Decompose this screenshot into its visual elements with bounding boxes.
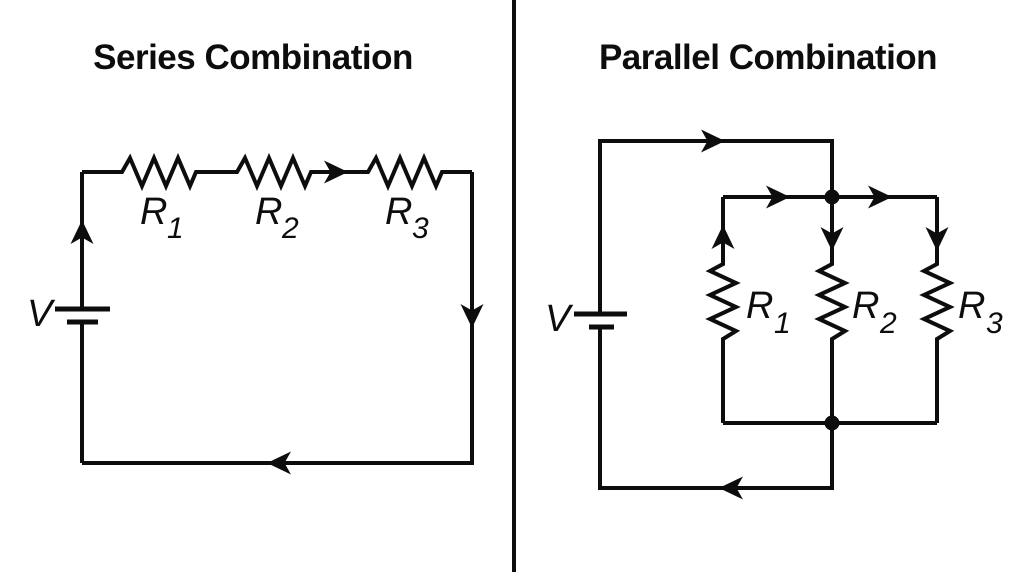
parallel-branch-r2 xyxy=(814,197,850,423)
series-right-and-bottom-wire xyxy=(82,172,474,465)
series-current-arrow-down-icon xyxy=(460,304,484,328)
parallel-r3-subscript: 3 xyxy=(986,307,1003,340)
series-r3-symbol: R xyxy=(385,191,412,233)
parallel-r2-symbol: R xyxy=(852,285,879,327)
series-r1-subscript: 1 xyxy=(167,212,184,245)
series-current-arrow-left-icon xyxy=(267,451,291,475)
parallel-bottom-junction-dot xyxy=(824,415,840,431)
parallel-top-arrow-right-icon xyxy=(701,129,725,153)
series-current-arrow-up-icon xyxy=(70,220,94,244)
parallel-branch1-arrow-up-icon xyxy=(711,225,735,249)
series-resistor-label-r3: R 3 xyxy=(385,191,429,245)
parallel-branch3-arrow-down-icon xyxy=(925,227,949,251)
parallel-bottom-arrow-left-icon xyxy=(719,476,743,500)
parallel-resistor-label-r3: R 3 xyxy=(958,285,1003,340)
parallel-r3-symbol: R xyxy=(958,285,985,327)
series-resistor-label-r2: R 2 xyxy=(255,191,299,245)
series-top-wire-with-resistors xyxy=(82,152,472,192)
series-resistor-label-r1: R 1 xyxy=(140,191,184,245)
parallel-title: Parallel Combination xyxy=(599,38,937,77)
parallel-bus-arrow-right-icon xyxy=(868,185,892,209)
series-battery-symbol xyxy=(55,306,110,325)
parallel-battery-symbol xyxy=(574,311,627,330)
parallel-circuit: Parallel Combination V xyxy=(545,38,1003,500)
series-battery-label: V xyxy=(27,293,56,335)
parallel-top-feed-wire xyxy=(598,139,834,314)
series-r3-subscript: 3 xyxy=(412,212,429,245)
parallel-top-junction-dot xyxy=(824,189,840,205)
series-r2-subscript: 2 xyxy=(281,212,299,245)
parallel-r2-subscript: 2 xyxy=(879,307,897,340)
parallel-resistor-label-r1: R 1 xyxy=(746,285,791,340)
parallel-branch-r1 xyxy=(705,197,741,423)
series-r1-symbol: R xyxy=(140,191,167,233)
parallel-branch-r3 xyxy=(919,197,955,423)
parallel-bus-arrow-left-icon xyxy=(766,185,790,209)
parallel-branch2-arrow-down-icon xyxy=(820,227,844,251)
series-current-arrow-right-icon xyxy=(324,160,348,184)
parallel-return-wire xyxy=(598,327,834,490)
parallel-r1-symbol: R xyxy=(746,285,773,327)
parallel-battery-label: V xyxy=(545,298,574,340)
panel-divider xyxy=(512,0,516,572)
parallel-resistor-label-r2: R 2 xyxy=(852,285,897,340)
parallel-r1-subscript: 1 xyxy=(774,307,791,340)
series-circuit: Series Combination V R 1 xyxy=(27,38,484,475)
series-title: Series Combination xyxy=(93,38,413,77)
series-r2-symbol: R xyxy=(255,191,282,233)
